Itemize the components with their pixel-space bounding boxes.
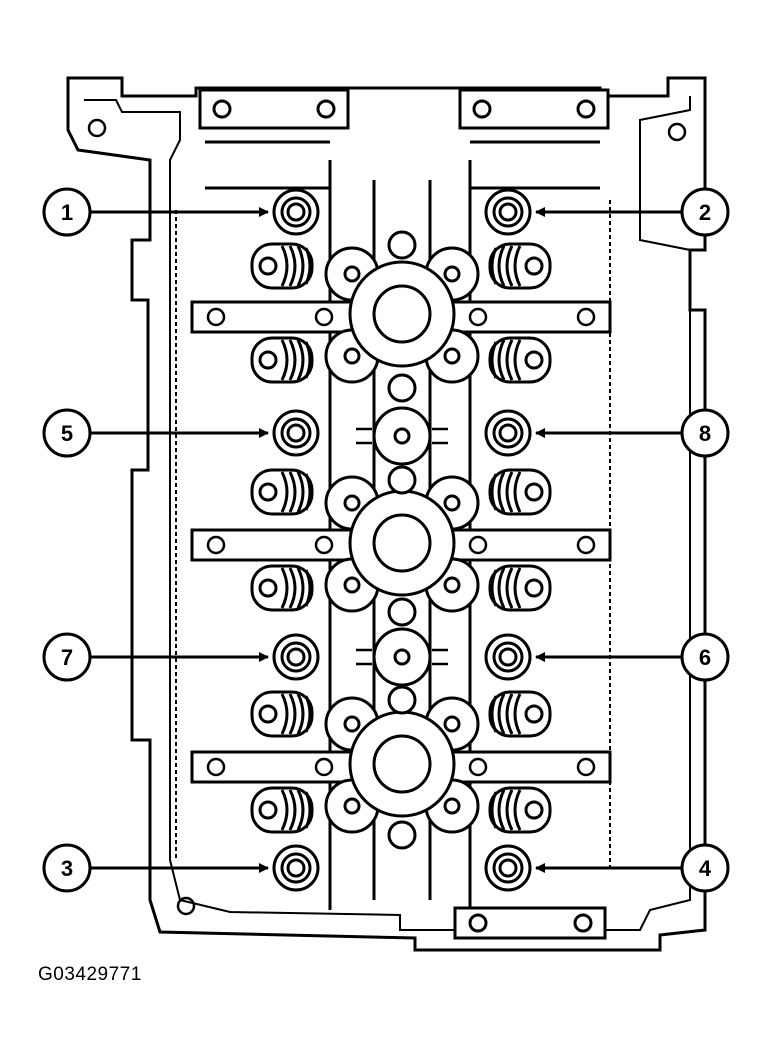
callout-number-1: 1 [61, 200, 73, 225]
center-bosses [372, 230, 432, 850]
callout-number-8: 8 [699, 421, 711, 446]
callout-number-7: 7 [61, 645, 73, 670]
callout-5: 5 [42, 408, 92, 458]
spark-plug-boss-1 [324, 246, 480, 384]
center-boss-ticks [356, 427, 448, 666]
valve-spring-left-4 [250, 564, 314, 612]
head-bolt-2 [484, 188, 532, 236]
callout-4: 4 [680, 843, 730, 893]
head-bolt-3 [272, 844, 320, 892]
valve-spring-right-2 [488, 336, 552, 384]
callout-number-5: 5 [61, 421, 73, 446]
valve-spring-right-3 [488, 468, 552, 516]
callout-leaders [90, 207, 682, 873]
valve-spring-left-6 [250, 786, 314, 834]
valve-spring-left-2 [250, 336, 314, 384]
valve-spring-left-3 [250, 468, 314, 516]
valve-spring-left-5 [250, 690, 314, 738]
head-bolt-4 [484, 844, 532, 892]
callout-8: 8 [680, 408, 730, 458]
callout-7: 7 [42, 632, 92, 682]
valve-spring-right-1 [488, 242, 552, 290]
head-bolt-7 [272, 633, 320, 681]
spark-plug-boss-3 [324, 696, 480, 834]
valve-spring-left-1 [250, 242, 314, 290]
top-bearing-caps [198, 88, 610, 940]
callout-number-4: 4 [699, 856, 712, 881]
head-bolt-8 [484, 409, 532, 457]
head-bolt-6 [484, 633, 532, 681]
valve-spring-right-6 [488, 786, 552, 834]
spark-plug-bosses [324, 246, 480, 834]
callout-3: 3 [42, 843, 92, 893]
valve-springs [250, 242, 552, 834]
bearing-bar-bolts [206, 307, 596, 777]
callout-number-3: 3 [61, 856, 73, 881]
head-bolts [272, 188, 532, 892]
callout-6: 6 [680, 632, 730, 682]
callouts: 1 2 3 4 5 6 7 8 [42, 187, 730, 893]
valve-spring-right-4 [488, 564, 552, 612]
callout-number-2: 2 [699, 200, 711, 225]
outline-dash-left [175, 200, 611, 870]
valve-spring-right-5 [488, 690, 552, 738]
outline-mounting-holes [87, 118, 687, 916]
figure-id-label: G03429771 [38, 964, 142, 985]
callout-2: 2 [680, 187, 730, 237]
head-bolt-5 [272, 409, 320, 457]
spark-plug-boss-2 [324, 475, 480, 613]
callout-number-6: 6 [699, 645, 711, 670]
head-bolt-1 [272, 188, 320, 236]
callout-1: 1 [42, 187, 92, 237]
